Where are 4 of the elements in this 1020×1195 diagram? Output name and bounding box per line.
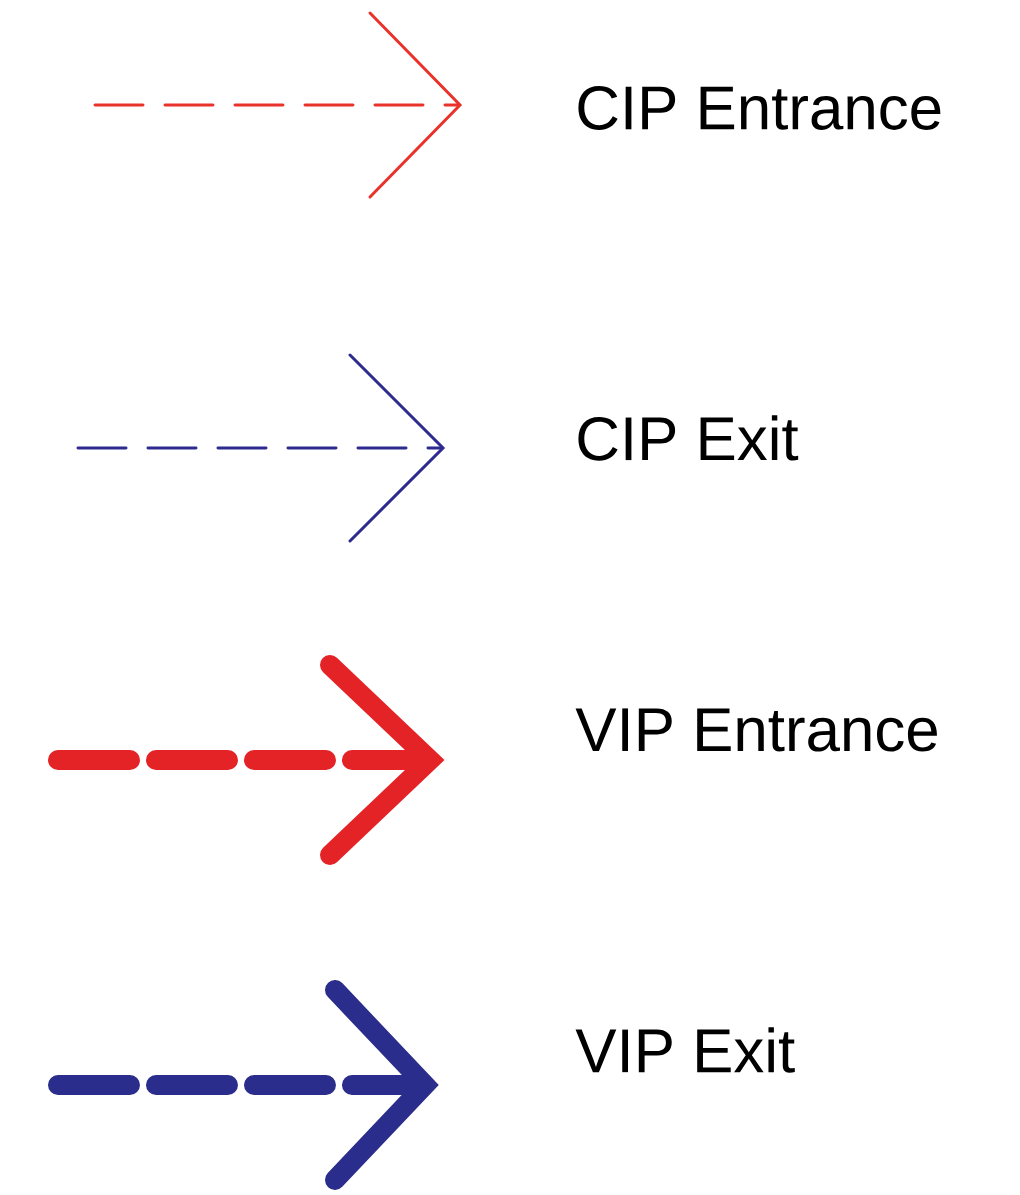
- legend-label: CIP Entrance: [578, 86, 941, 130]
- legend-label: VIP Entrance: [575, 708, 937, 752]
- legend-label: VIP Exit: [575, 1027, 795, 1073]
- legend-label: CIP Exit: [578, 415, 799, 461]
